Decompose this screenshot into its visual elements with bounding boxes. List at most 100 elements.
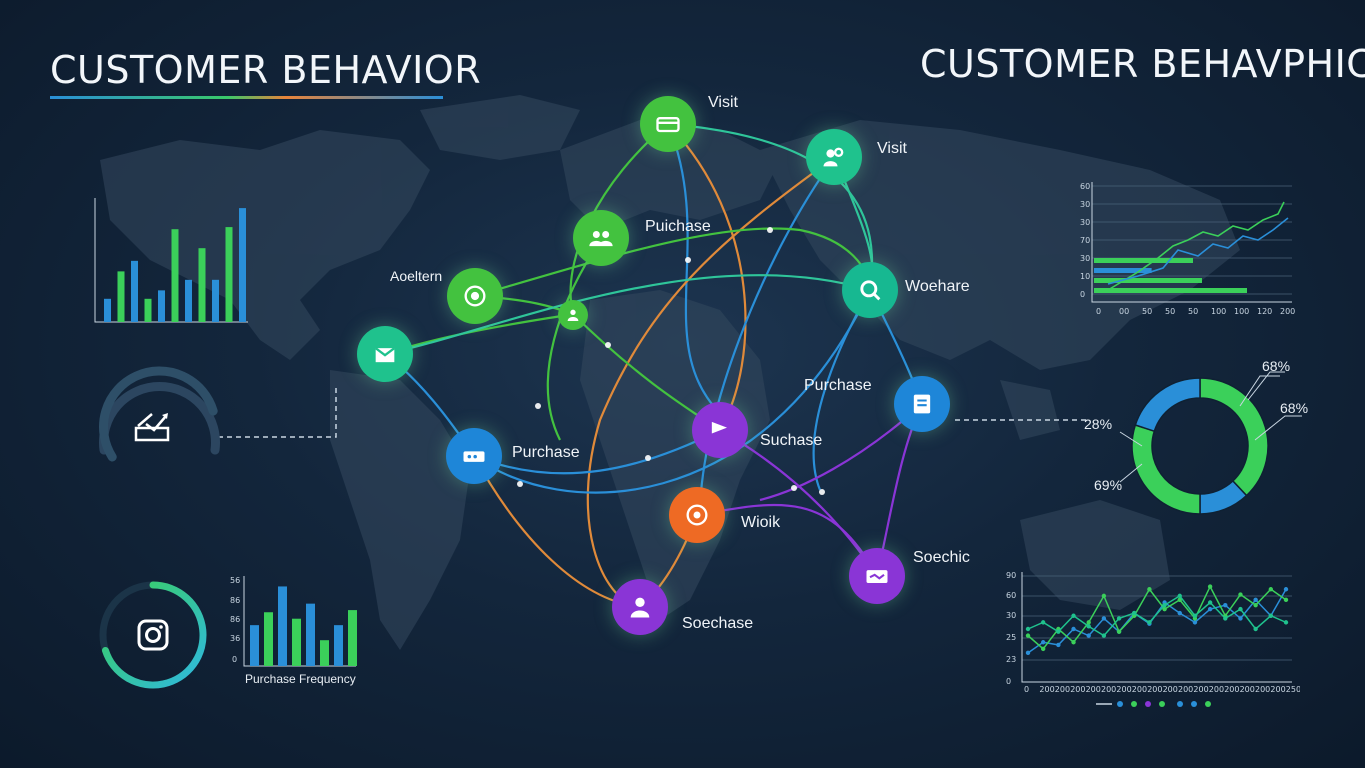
data-point	[1253, 626, 1258, 632]
x-tick: 200	[1224, 685, 1239, 694]
node-label-soechase: Soechase	[682, 615, 754, 632]
donut-leaders	[1119, 371, 1302, 483]
node-document[interactable]	[894, 376, 950, 432]
data-point	[1071, 640, 1076, 645]
data-point	[1071, 626, 1076, 632]
x-tick: 100	[1211, 307, 1226, 316]
y-tick: 25	[1006, 633, 1016, 642]
bar	[292, 618, 301, 666]
x-tick: 120	[1257, 307, 1272, 316]
node-hub[interactable]	[558, 300, 588, 330]
data-point	[1116, 616, 1122, 621]
search-icon	[860, 280, 881, 301]
purchase-frequency-label: Purchase Frequency	[245, 672, 356, 686]
y-tick: 30	[1080, 200, 1090, 209]
data-point	[1086, 633, 1091, 638]
y-tick: 90	[1006, 571, 1016, 580]
x-tick: 0	[1024, 685, 1029, 694]
gauge-bottom	[99, 581, 207, 689]
node-soechic[interactable]	[849, 548, 905, 604]
data-point	[1283, 620, 1289, 625]
data-point	[1238, 606, 1243, 612]
node-purchase-ticket[interactable]	[446, 428, 502, 484]
secondary-title: CUSTOMER BEHAVPHICS	[920, 42, 1365, 86]
node-envelope[interactable]	[357, 326, 413, 382]
bar	[320, 640, 329, 666]
data-point	[1223, 602, 1228, 608]
x-tick: 250	[1286, 685, 1300, 694]
x-tick: 200	[1101, 685, 1116, 694]
x-tick: 200	[1147, 685, 1162, 694]
data-point	[1192, 620, 1198, 625]
node-visit-store[interactable]	[640, 96, 696, 152]
bar	[334, 625, 343, 666]
data-point	[1040, 640, 1046, 645]
x-tick: 200	[1132, 685, 1147, 694]
x-tick: 200	[1240, 685, 1255, 694]
data-point	[1040, 646, 1046, 652]
data-point	[1207, 600, 1213, 605]
data-point	[1253, 602, 1258, 608]
data-point	[1283, 587, 1289, 592]
data-point	[1283, 597, 1289, 603]
bar	[144, 298, 152, 322]
card-icon	[866, 570, 888, 583]
x-tick: 200	[1209, 685, 1224, 694]
data-point	[1238, 616, 1243, 621]
bar	[198, 248, 206, 322]
data-point	[1177, 597, 1182, 603]
node-purchase-group[interactable]	[573, 210, 629, 266]
data-point	[1177, 593, 1182, 599]
data-point	[1025, 650, 1031, 656]
users-icon	[823, 147, 844, 167]
bar	[212, 279, 219, 322]
group-icon	[589, 231, 613, 247]
y-tick: 0	[232, 655, 237, 664]
x-tick: 200	[1280, 307, 1295, 316]
x-tick: 200	[1270, 685, 1285, 694]
data-point	[1101, 633, 1107, 638]
target-icon	[686, 504, 708, 526]
y-tick: 36	[230, 634, 240, 643]
y-tick: 86	[230, 615, 240, 624]
bar	[131, 260, 138, 322]
data-point	[1025, 633, 1031, 638]
ticket-icon	[463, 451, 485, 462]
node-aoeltern[interactable]	[447, 268, 503, 324]
data-point	[1192, 613, 1198, 618]
x-tick: 50	[1188, 307, 1198, 316]
bar	[239, 208, 246, 322]
x-tick: 50	[1142, 307, 1152, 316]
node-visit-users[interactable]	[806, 129, 862, 185]
node-suchase[interactable]	[692, 402, 748, 458]
page-title: CUSTOMER BEHAVIOR	[50, 48, 482, 92]
x-tick: 200	[1193, 685, 1208, 694]
node-label-visit: Visit	[708, 94, 738, 111]
node-label-purchase-mid: Purchase	[804, 377, 872, 394]
series-line	[1027, 594, 1287, 637]
y-tick: 23	[1006, 655, 1016, 664]
node-woehare[interactable]	[842, 262, 898, 318]
x-tick: 50	[1165, 307, 1175, 316]
data-point	[1268, 613, 1274, 618]
y-tick: 70	[1080, 236, 1090, 245]
x-tick: 200	[1116, 685, 1131, 694]
x-tick: 200	[1039, 685, 1054, 694]
data-point	[1132, 610, 1137, 616]
x-tick: 200	[1070, 685, 1085, 694]
node-wioik[interactable]	[669, 487, 725, 543]
donut-label: 68%	[1280, 400, 1309, 416]
node-label-soechic: Soechic	[913, 549, 970, 566]
node-soechase[interactable]	[612, 579, 668, 635]
y-tick: 56	[230, 576, 240, 585]
data-point	[1223, 616, 1228, 621]
y-tick: 60	[1080, 182, 1090, 191]
donut-label: 68%	[1262, 358, 1291, 374]
bar	[264, 612, 273, 666]
bar	[225, 227, 233, 322]
instagram-icon	[137, 619, 169, 651]
person-icon	[567, 309, 579, 321]
x-tick: 200	[1178, 685, 1193, 694]
bar	[1094, 288, 1247, 293]
